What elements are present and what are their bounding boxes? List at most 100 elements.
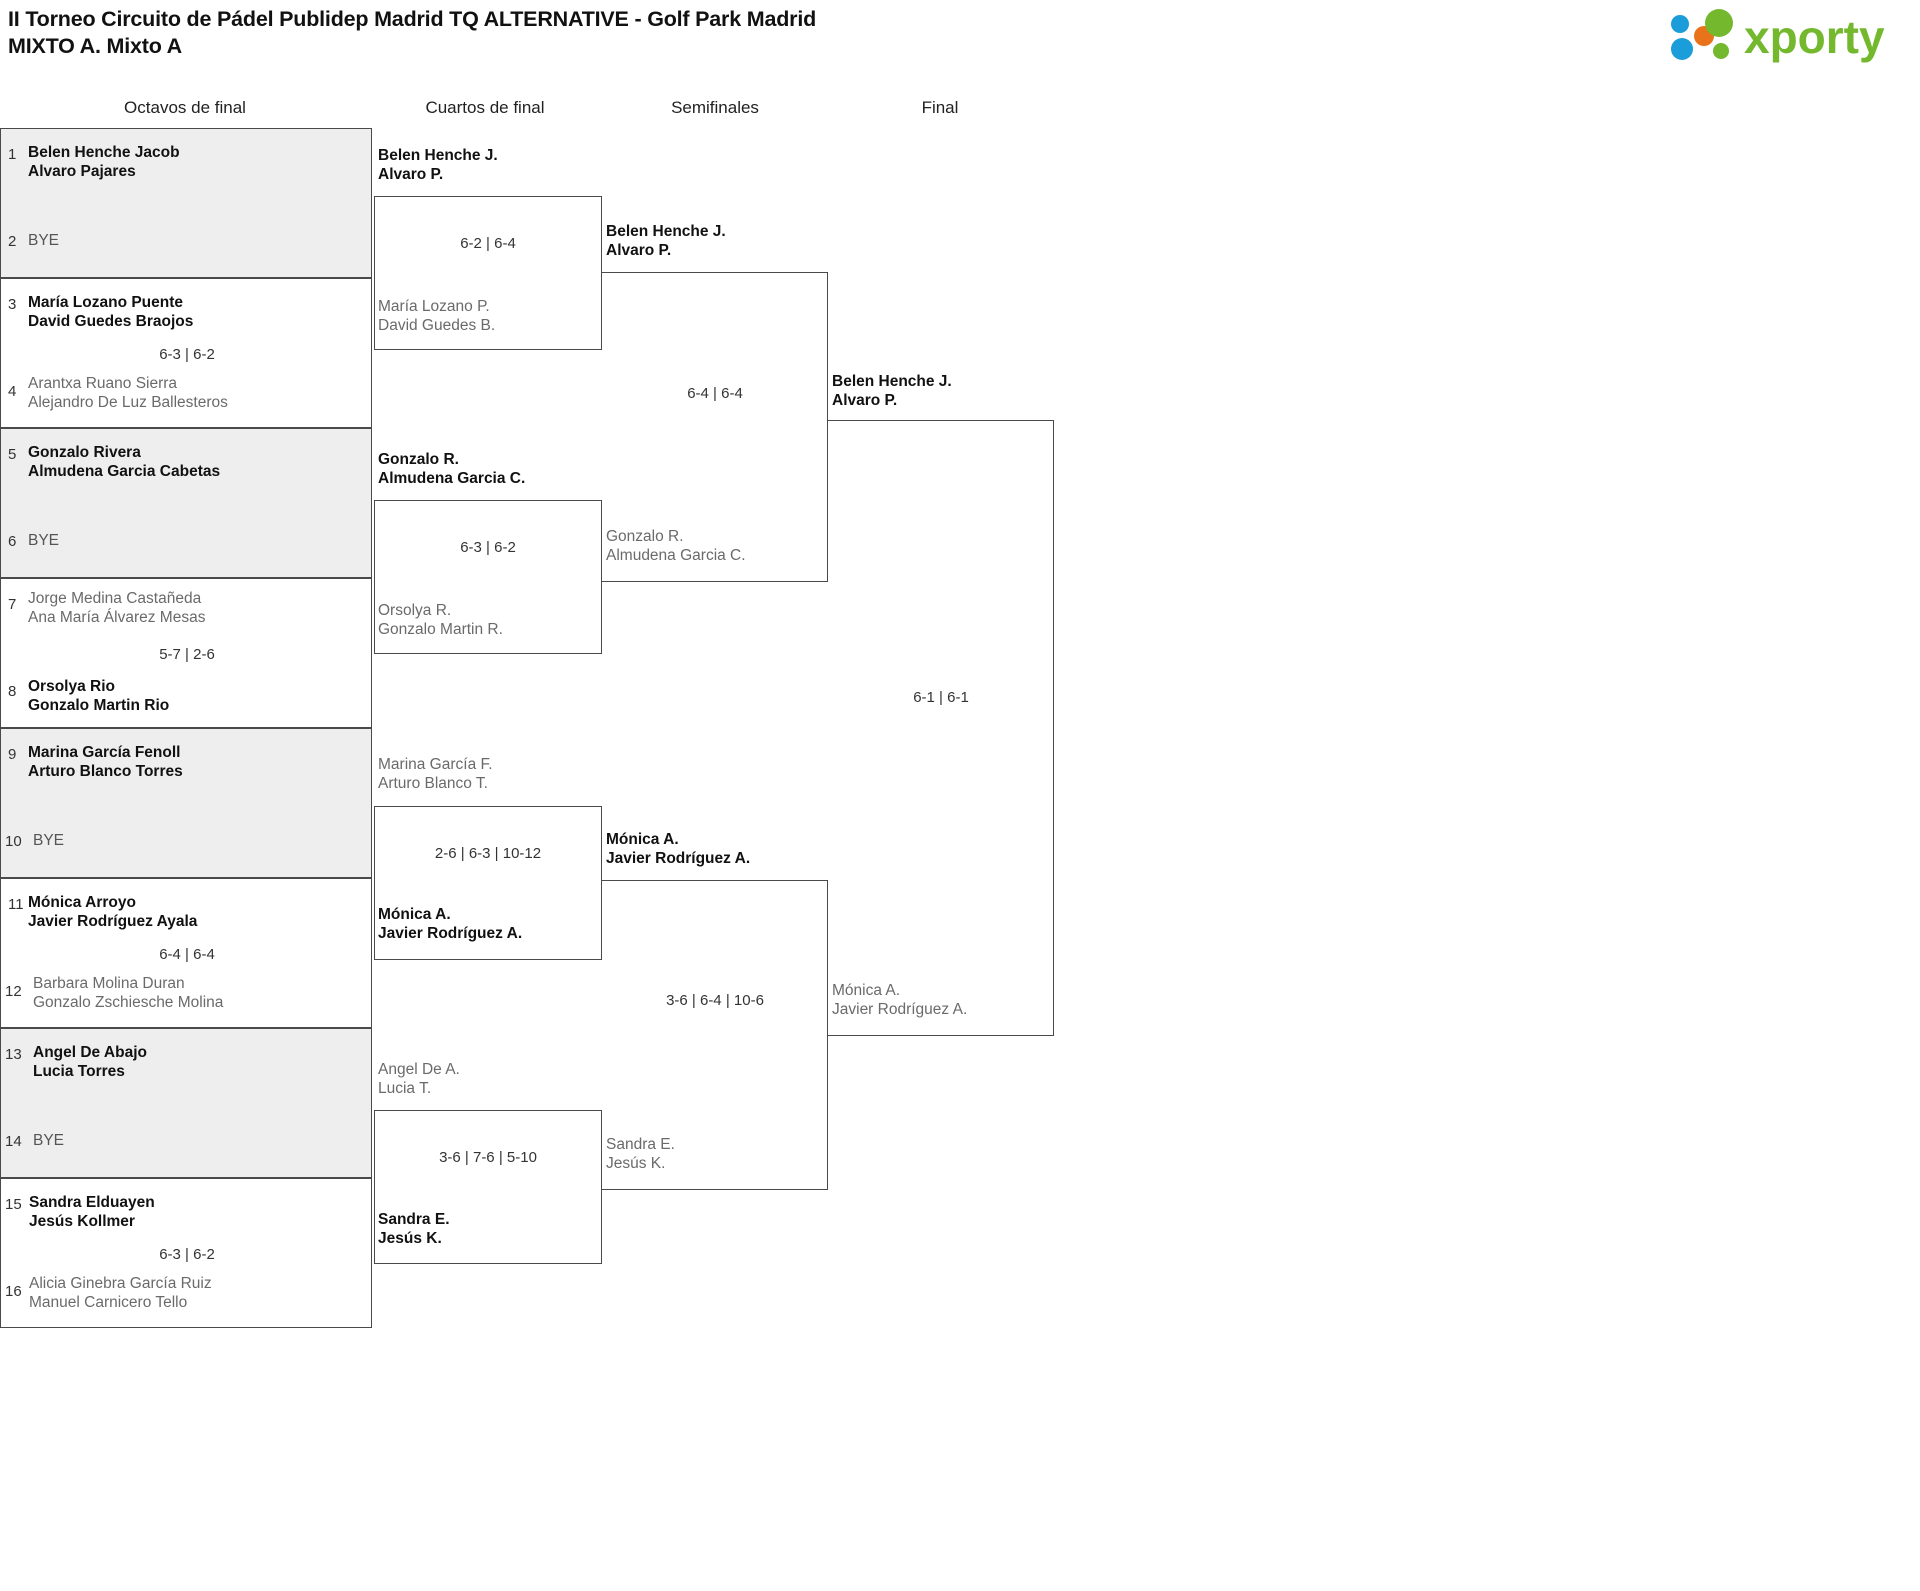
logo-dots-icon bbox=[1671, 9, 1733, 60]
player-line-1: Angel De Abajo bbox=[33, 1044, 147, 1061]
round-header-semifinales: Semifinales bbox=[671, 98, 759, 117]
r1-match-5[interactable]: 9 Marina García Fenoll Arturo Blanco Tor… bbox=[0, 728, 372, 878]
r1-match-4[interactable]: 7 Jorge Medina Castañeda Ana María Álvar… bbox=[0, 578, 372, 728]
player-line-2: Gonzalo Zschiesche Molina bbox=[33, 994, 224, 1011]
round-header-final: Final bbox=[921, 98, 959, 117]
player-line-1: Sandra Elduayen bbox=[29, 1194, 155, 1211]
r2-m3-top-line-1: Marina García F. bbox=[378, 756, 493, 773]
player-line-2: Javier Rodríguez Ayala bbox=[28, 913, 198, 930]
r1-match-2[interactable]: 3 María Lozano Puente David Guedes Braoj… bbox=[0, 278, 372, 428]
r3-match-1-box[interactable] bbox=[602, 272, 828, 582]
r4-top-line-1: Belen Henche J. bbox=[832, 373, 952, 390]
player-line-2: Arturo Blanco Torres bbox=[28, 763, 183, 780]
r3-match-2-box[interactable] bbox=[602, 880, 828, 1190]
r3-m1-bottom-line-2: Almudena Garcia C. bbox=[606, 547, 746, 564]
r2-m4-top-line-1: Angel De A. bbox=[378, 1061, 460, 1078]
player-line-1: Gonzalo Rivera bbox=[28, 444, 141, 461]
r2-match-4-box[interactable] bbox=[374, 1110, 602, 1264]
r3-m1-top-line-1: Belen Henche J. bbox=[606, 223, 726, 240]
seed-number: 11 bbox=[8, 896, 24, 913]
player-line-1: Arantxa Ruano Sierra bbox=[28, 375, 178, 392]
match-score: 6-3 | 6-2 bbox=[159, 1246, 215, 1263]
seed-number: 14 bbox=[5, 1133, 22, 1150]
r3-m2-score: 3-6 | 6-4 | 10-6 bbox=[666, 992, 764, 1009]
seed-number: 6 bbox=[8, 533, 17, 550]
player-line-1: Mónica Arroyo bbox=[28, 894, 136, 911]
r1-match-1[interactable]: 1 Belen Henche Jacob Alvaro Pajares 2 BY… bbox=[0, 128, 372, 278]
r2-m4-bottom-line-1: Sandra E. bbox=[378, 1211, 450, 1228]
seed-number: 4 bbox=[8, 383, 17, 400]
player-line-2: Lucia Torres bbox=[33, 1063, 125, 1080]
r2-match-1-box[interactable] bbox=[374, 196, 602, 350]
r4-top-line-2: Alvaro P. bbox=[832, 392, 898, 409]
player-line-1: BYE bbox=[33, 832, 65, 849]
seed-number: 8 bbox=[8, 683, 17, 700]
r4-bottom-line-2: Javier Rodríguez A. bbox=[832, 1001, 968, 1018]
r2-m3-bottom-line-1: Mónica A. bbox=[378, 906, 451, 923]
r2-match-3-box[interactable] bbox=[374, 806, 602, 960]
player-line-1: Jorge Medina Castañeda bbox=[28, 590, 202, 607]
xporty-logo[interactable]: xporty bbox=[1666, 8, 1902, 64]
r2-m1-score: 6-2 | 6-4 bbox=[460, 235, 516, 252]
round-header-cuartos: Cuartos de final bbox=[425, 98, 545, 117]
r1-match-3[interactable]: 5 Gonzalo Rivera Almudena Garcia Cabetas… bbox=[0, 428, 372, 578]
r2-m1-top-line-1: Belen Henche J. bbox=[378, 147, 498, 164]
seed-number: 12 bbox=[5, 983, 22, 1000]
player-line-1: Alicia Ginebra García Ruiz bbox=[29, 1275, 212, 1292]
r3-m2-top-line-2: Javier Rodríguez A. bbox=[606, 850, 751, 867]
seed-number: 5 bbox=[8, 446, 17, 463]
seed-number: 1 bbox=[8, 146, 17, 163]
player-line-1: BYE bbox=[33, 1132, 65, 1149]
r2-m2-top-line-1: Gonzalo R. bbox=[378, 451, 459, 468]
r3-m1-top-line-2: Alvaro P. bbox=[606, 242, 672, 259]
player-line-2: Jesús Kollmer bbox=[29, 1213, 135, 1230]
seed-number: 9 bbox=[8, 746, 17, 763]
player-line-1: María Lozano Puente bbox=[28, 294, 184, 311]
r3-m1-bottom-line-1: Gonzalo R. bbox=[606, 528, 684, 545]
round-header-octavos: Octavos de final bbox=[124, 98, 246, 117]
match-score: 5-7 | 2-6 bbox=[159, 646, 215, 663]
r2-m4-top-line-2: Lucia T. bbox=[378, 1080, 432, 1097]
player-line-2: Gonzalo Martin Rio bbox=[28, 697, 170, 714]
r4-score: 6-1 | 6-1 bbox=[913, 689, 969, 706]
r2-m1-top-line-2: Alvaro P. bbox=[378, 166, 444, 183]
seed-number: 2 bbox=[8, 233, 17, 250]
r2-m2-score: 6-3 | 6-2 bbox=[460, 539, 516, 556]
r3-m1-score: 6-4 | 6-4 bbox=[687, 385, 743, 402]
r2-m3-bottom-line-2: Javier Rodríguez A. bbox=[378, 925, 523, 942]
seed-number: 7 bbox=[8, 596, 17, 613]
r1-match-8[interactable]: 15 Sandra Elduayen Jesús Kollmer 6-3 | 6… bbox=[0, 1178, 372, 1328]
player-line-1: Barbara Molina Duran bbox=[33, 975, 185, 992]
page-header: II Torneo Circuito de Pádel Publidep Mad… bbox=[0, 0, 1920, 80]
player-line-2: Manuel Carnicero Tello bbox=[29, 1294, 188, 1311]
r2-m2-bottom-line-2: Gonzalo Martin R. bbox=[378, 621, 503, 638]
match-score: 6-3 | 6-2 bbox=[159, 346, 215, 363]
r2-m1-bottom-line-1: María Lozano P. bbox=[378, 298, 490, 315]
r3-m2-bottom-line-1: Sandra E. bbox=[606, 1136, 675, 1153]
player-line-2: Alejandro De Luz Ballesteros bbox=[28, 394, 228, 411]
player-line-1: BYE bbox=[28, 232, 60, 249]
player-line-2: Alvaro Pajares bbox=[28, 163, 136, 180]
player-line-1: Orsolya Rio bbox=[28, 678, 115, 695]
r4-final-box[interactable] bbox=[828, 420, 1054, 1036]
player-line-2: David Guedes Braojos bbox=[28, 313, 194, 330]
player-line-1: Belen Henche Jacob bbox=[28, 144, 180, 161]
seed-number: 3 bbox=[8, 296, 17, 313]
r2-m2-top-line-2: Almudena Garcia C. bbox=[378, 470, 526, 487]
r2-m1-bottom-line-2: David Guedes B. bbox=[378, 317, 496, 334]
logo-wordmark: xporty bbox=[1744, 11, 1885, 63]
r1-match-6[interactable]: 11 Mónica Arroyo Javier Rodríguez Ayala … bbox=[0, 878, 372, 1028]
seed-number: 13 bbox=[5, 1046, 22, 1063]
r2-m4-bottom-line-2: Jesús K. bbox=[378, 1230, 442, 1247]
r1-match-7[interactable]: 13 Angel De Abajo Lucia Torres 14 BYE bbox=[0, 1028, 372, 1178]
r2-m2-bottom-line-1: Orsolya R. bbox=[378, 602, 452, 619]
seed-number: 10 bbox=[5, 833, 22, 850]
player-line-2: Almudena Garcia Cabetas bbox=[28, 463, 221, 480]
r2-m3-top-line-2: Arturo Blanco T. bbox=[378, 775, 488, 792]
title-line-2: MIXTO A. Mixto A bbox=[8, 34, 182, 58]
r2-match-2-box[interactable] bbox=[374, 500, 602, 654]
player-line-1: BYE bbox=[28, 532, 60, 549]
r4-bottom-line-1: Mónica A. bbox=[832, 982, 901, 999]
seed-number: 16 bbox=[5, 1283, 22, 1300]
r2-m4-score: 3-6 | 7-6 | 5-10 bbox=[439, 1149, 537, 1166]
